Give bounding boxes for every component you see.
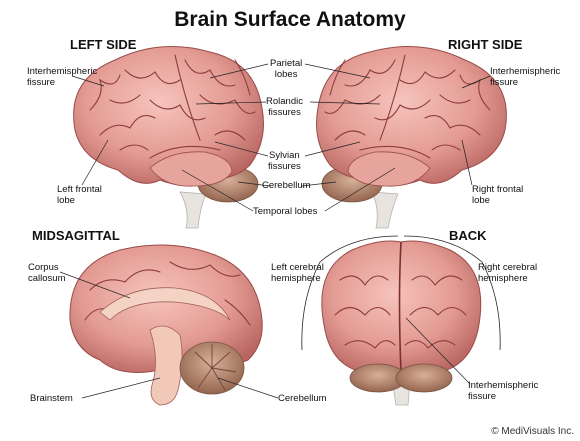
back-fissure xyxy=(398,241,402,373)
view-header-right-side: RIGHT SIDE xyxy=(448,37,523,52)
mid-cortex xyxy=(69,244,263,373)
left-side-brain xyxy=(73,46,264,229)
left-temporal-lobe xyxy=(149,151,233,187)
leader-lines xyxy=(59,63,491,399)
label-temporal-lobes: Temporal lobes xyxy=(253,206,318,217)
page-title: Brain Surface Anatomy xyxy=(174,8,406,31)
view-header-left-side: LEFT SIDE xyxy=(70,37,137,52)
back-brain xyxy=(301,235,501,406)
right-temporal-lobe xyxy=(347,151,431,187)
left-cortex xyxy=(73,46,264,186)
copyright-text: © MediVisuals Inc. xyxy=(491,426,574,437)
view-header-back: BACK xyxy=(449,228,487,243)
midsagittal-brain xyxy=(69,244,263,406)
right-cortex xyxy=(316,46,507,186)
right-brainstem xyxy=(371,191,399,229)
left-brainstem xyxy=(179,191,207,229)
right-side-brain xyxy=(316,46,507,229)
right-hemisphere-bracket xyxy=(403,235,501,351)
label-cerebellum-bottom: Cerebellum xyxy=(278,393,327,404)
mid-brainstem xyxy=(149,325,183,406)
left-hemisphere-bracket xyxy=(301,235,399,351)
view-header-midsagittal: MIDSAGITTAL xyxy=(32,228,120,243)
label-brainstem: Brainstem xyxy=(30,393,73,404)
back-cerebellum-right xyxy=(395,363,453,393)
label-cerebellum-top: Cerebellum xyxy=(262,180,311,191)
back-cortex xyxy=(321,240,482,375)
corpus-callosum-shape xyxy=(99,287,231,321)
